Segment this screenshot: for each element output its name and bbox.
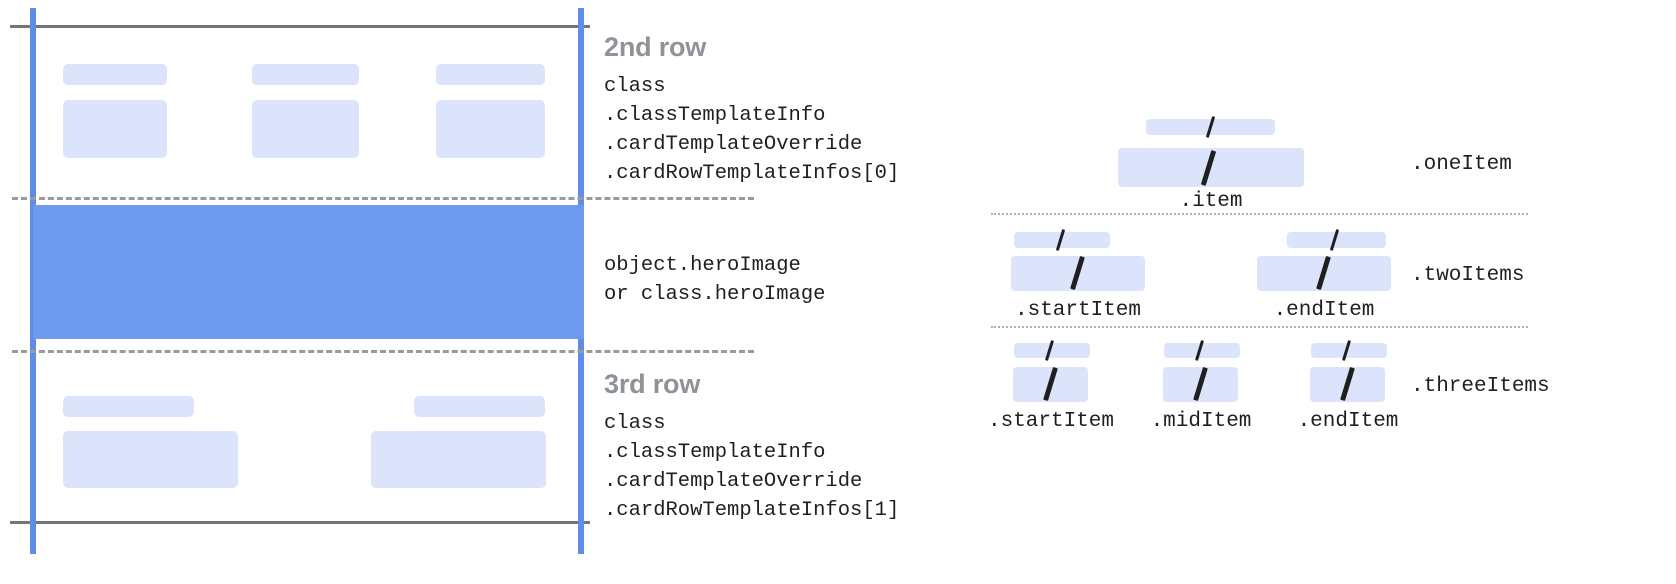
group-label-three-items: .threeItems <box>1411 375 1550 398</box>
third-row-title: 3rd row <box>604 369 701 399</box>
placeholder-cell <box>414 396 545 417</box>
placeholder-cell <box>252 64 359 85</box>
second-row-code: class .classTemplateInfo .cardTemplateOv… <box>604 75 900 185</box>
slot-label: .item <box>1179 190 1243 213</box>
slot-label: .endItem <box>1273 299 1375 322</box>
placeholder-cell <box>371 431 546 488</box>
slot-text-bar <box>1311 343 1387 358</box>
placeholder-cell <box>63 396 194 417</box>
slot-text-bar <box>1164 343 1240 358</box>
layout-separator <box>991 213 1528 215</box>
row-separator-bottom <box>12 350 754 353</box>
placeholder-cell <box>436 100 545 158</box>
slot-label: .startItem <box>1014 299 1142 322</box>
slot-text-bar <box>1287 232 1386 248</box>
placeholder-cell <box>63 431 238 488</box>
third-row-code: class .classTemplateInfo .cardTemplateOv… <box>604 412 900 522</box>
group-label-one-item: .oneItem <box>1411 153 1512 176</box>
layout-separator <box>991 326 1528 328</box>
card-row-structure-diagram: 2nd row class .classTemplateInfo .cardTe… <box>10 8 900 554</box>
slot-label: .startItem <box>987 410 1115 433</box>
placeholder-cell <box>436 64 545 85</box>
placeholder-cell <box>63 64 167 85</box>
group-label-two-items: .twoItems <box>1411 264 1525 287</box>
slot-text-bar <box>1014 343 1090 358</box>
frame-top-rule <box>10 25 590 28</box>
hero-row-code: object.heroImage or class.heroImage <box>604 254 826 306</box>
second-row-title: 2nd row <box>604 32 707 62</box>
slot-label: .midItem <box>1150 410 1252 433</box>
hero-image-block <box>33 205 584 339</box>
slot-label: .endItem <box>1297 410 1399 433</box>
frame-bottom-rule <box>10 521 590 524</box>
row-separator-top <box>12 197 754 200</box>
placeholder-cell <box>252 100 359 158</box>
placeholder-cell <box>63 100 167 158</box>
